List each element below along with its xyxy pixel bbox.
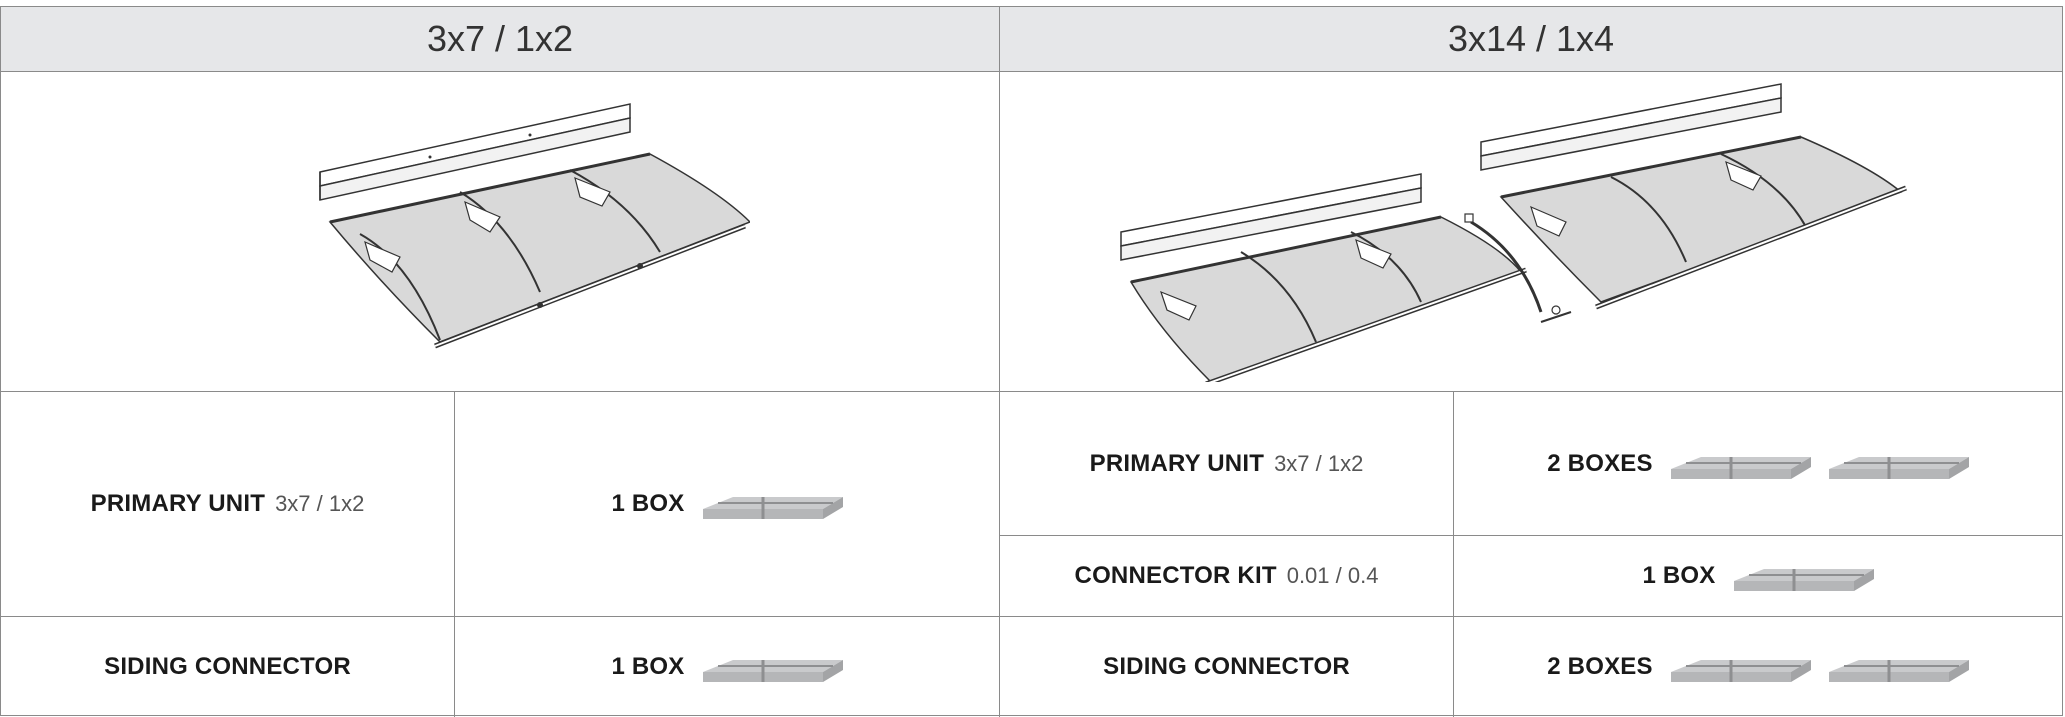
right-row-siding-name: SIDING CONNECTOR: [1000, 617, 1453, 717]
divider-left-cols: [454, 391, 455, 717]
right-row-primary-name: PRIMARY UNIT 3x7 / 1x2: [1000, 392, 1453, 535]
spec-table: 3x7 / 1x2 3x14 / 1x4: [0, 6, 2063, 717]
header-left-label: 3x7 / 1x2: [426, 18, 574, 59]
cardboard-box-icon: [1670, 447, 1811, 481]
divider-center: [999, 7, 1000, 717]
item-size: 0.01 / 0.4: [1286, 563, 1379, 588]
right-row-primary-qty: 2 BOXES: [1454, 392, 2062, 535]
cardboard-box-icon: [702, 487, 843, 521]
illustration-right: [1000, 73, 2062, 391]
qty-label: 2 BOXES: [1547, 449, 1653, 477]
double-awning-kit-illustration: [1120, 83, 1907, 382]
item-name: PRIMARY UNIT: [90, 490, 266, 517]
left-row-primary-qty: 1 BOX: [455, 392, 999, 616]
item-name: SIDING CONNECTOR: [1103, 653, 1350, 680]
left-row-siding-name: SIDING CONNECTOR: [1, 617, 454, 717]
illustration-left: [1, 73, 999, 391]
cardboard-box-icon: [1670, 650, 1811, 684]
divider-right-cols: [1453, 391, 1454, 717]
divider-under-images: [1, 391, 2062, 392]
qty-label: 2 BOXES: [1547, 653, 1653, 680]
item-name: CONNECTOR KIT: [1074, 562, 1277, 589]
item-name: PRIMARY UNIT: [1089, 449, 1265, 477]
qty-label: 1 BOX: [611, 653, 685, 680]
item-size: 3x7 / 1x2: [275, 491, 365, 516]
awning-kit-illustration: [319, 103, 750, 349]
item-name: SIDING CONNECTOR: [104, 653, 351, 680]
header-right: 3x14 / 1x4: [1000, 7, 2062, 72]
right-row-connector-name: CONNECTOR KIT 0.01 / 0.4: [1000, 536, 1453, 616]
item-size: 3x7 / 1x2: [1274, 450, 1364, 476]
right-row-siding-qty: 2 BOXES: [1454, 617, 2062, 717]
right-row-connector-qty: 1 BOX: [1454, 536, 2062, 616]
divider-right-mid: [999, 535, 2062, 536]
left-row-siding-qty: 1 BOX: [455, 617, 999, 717]
cardboard-box-icon: [702, 650, 843, 684]
qty-label: 1 BOX: [1642, 562, 1716, 589]
cardboard-box-icon: [1828, 650, 1969, 684]
left-row-primary-name: PRIMARY UNIT 3x7 / 1x2: [1, 392, 454, 616]
divider-bottom-row: [1, 616, 2062, 617]
qty-label: 1 BOX: [611, 490, 685, 517]
cardboard-box-icon: [1828, 447, 1969, 481]
cardboard-box-icon: [1733, 559, 1874, 593]
header-left: 3x7 / 1x2: [1, 7, 999, 72]
header-right-label: 3x14 / 1x4: [1447, 18, 1615, 59]
